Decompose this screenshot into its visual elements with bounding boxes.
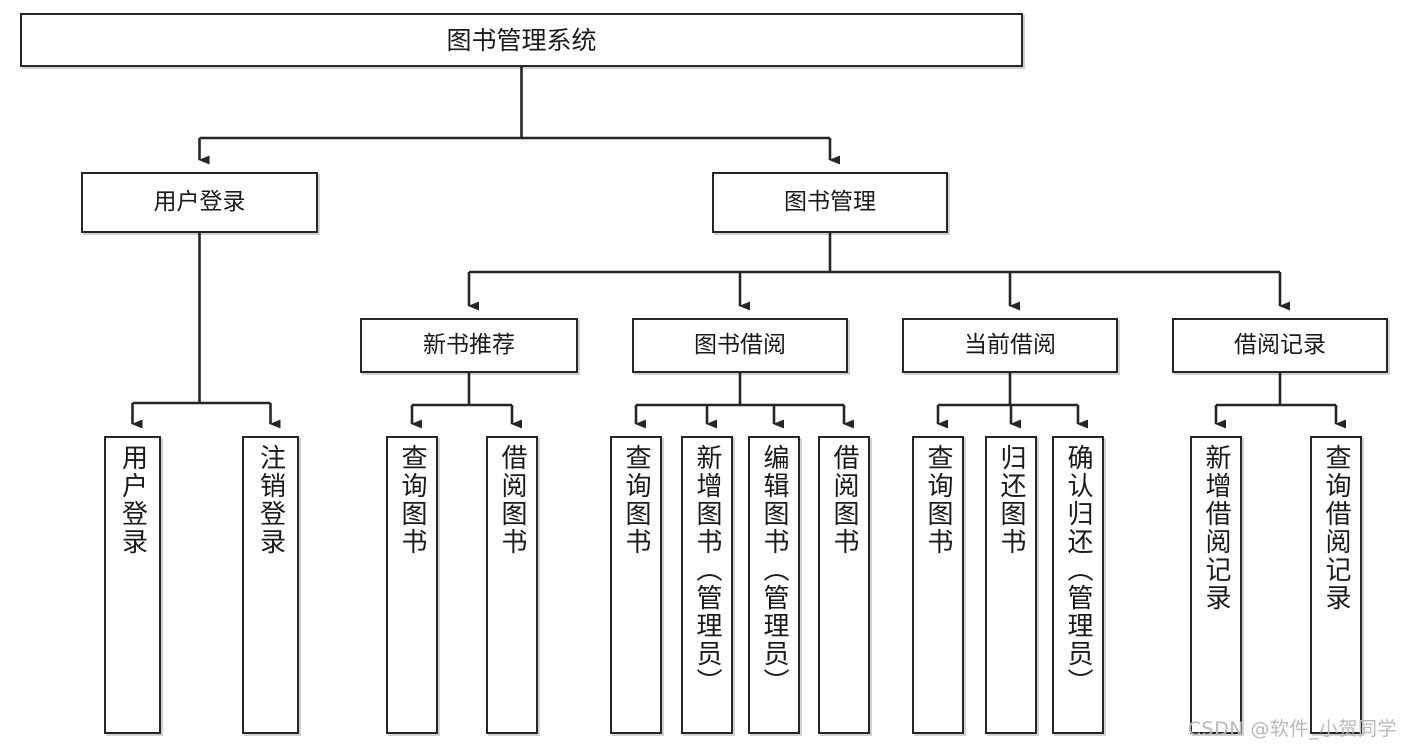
node-label: 图书管理系统 [446,25,597,55]
node-label: 当前借阅 [964,332,1056,359]
node-label: 借阅图书 [497,444,527,556]
node-label: 用户登录 [117,444,148,556]
node-records[interactable]: 借阅记录 [1172,318,1388,373]
node-label: 新增图书（管理员） [692,444,722,696]
node-label: 查询借阅记录 [1321,444,1351,612]
node-label: 查询图书 [621,444,651,556]
node-leaf-rec-add[interactable]: 新增借阅记录 [1190,436,1242,734]
node-leaf-cb-confirm[interactable]: 确认归还（管理员） [1052,436,1104,734]
node-leaf-bb-edit[interactable]: 编辑图书（管理员） [748,436,800,734]
watermark-text: CSDN @软件_小贺同学 [1187,718,1397,740]
node-newbook[interactable]: 新书推荐 [360,318,578,373]
node-root[interactable]: 图书管理系统 [20,13,1023,67]
node-leaf-rec-query[interactable]: 查询借阅记录 [1310,436,1362,734]
node-label: 查询图书 [923,444,953,556]
node-leaf-nb-borrow[interactable]: 借阅图书 [486,436,538,734]
node-label: 图书借阅 [694,332,786,359]
node-current[interactable]: 当前借阅 [902,318,1118,373]
node-label: 用户登录 [153,189,246,216]
node-borrow[interactable]: 图书借阅 [632,318,848,373]
node-leaf-bb-add[interactable]: 新增图书（管理员） [681,436,733,734]
node-leaf-cb-return[interactable]: 归还图书 [985,436,1037,734]
node-label: 确认归还（管理员） [1063,444,1093,696]
node-leaf-user-login[interactable]: 用户登录 [104,436,161,734]
node-label: 查询图书 [397,444,427,556]
node-label: 新书推荐 [423,332,515,359]
node-label: 编辑图书（管理员） [759,444,789,696]
node-leaf-user-logout[interactable]: 注销登录 [242,436,299,734]
node-label: 借阅图书 [829,444,859,556]
node-label: 借阅记录 [1234,332,1326,359]
node-leaf-nb-query[interactable]: 查询图书 [386,436,438,734]
node-leaf-bb-query[interactable]: 查询图书 [610,436,662,734]
node-label: 新增借阅记录 [1201,444,1231,612]
node-leaf-bb-borrow[interactable]: 借阅图书 [818,436,870,734]
node-leaf-cb-query[interactable]: 查询图书 [912,436,964,734]
node-login[interactable]: 用户登录 [81,172,318,233]
node-label: 归还图书 [996,444,1026,556]
node-bookmgmt[interactable]: 图书管理 [712,172,948,233]
node-label: 注销登录 [255,444,286,556]
node-label: 图书管理 [784,189,876,216]
